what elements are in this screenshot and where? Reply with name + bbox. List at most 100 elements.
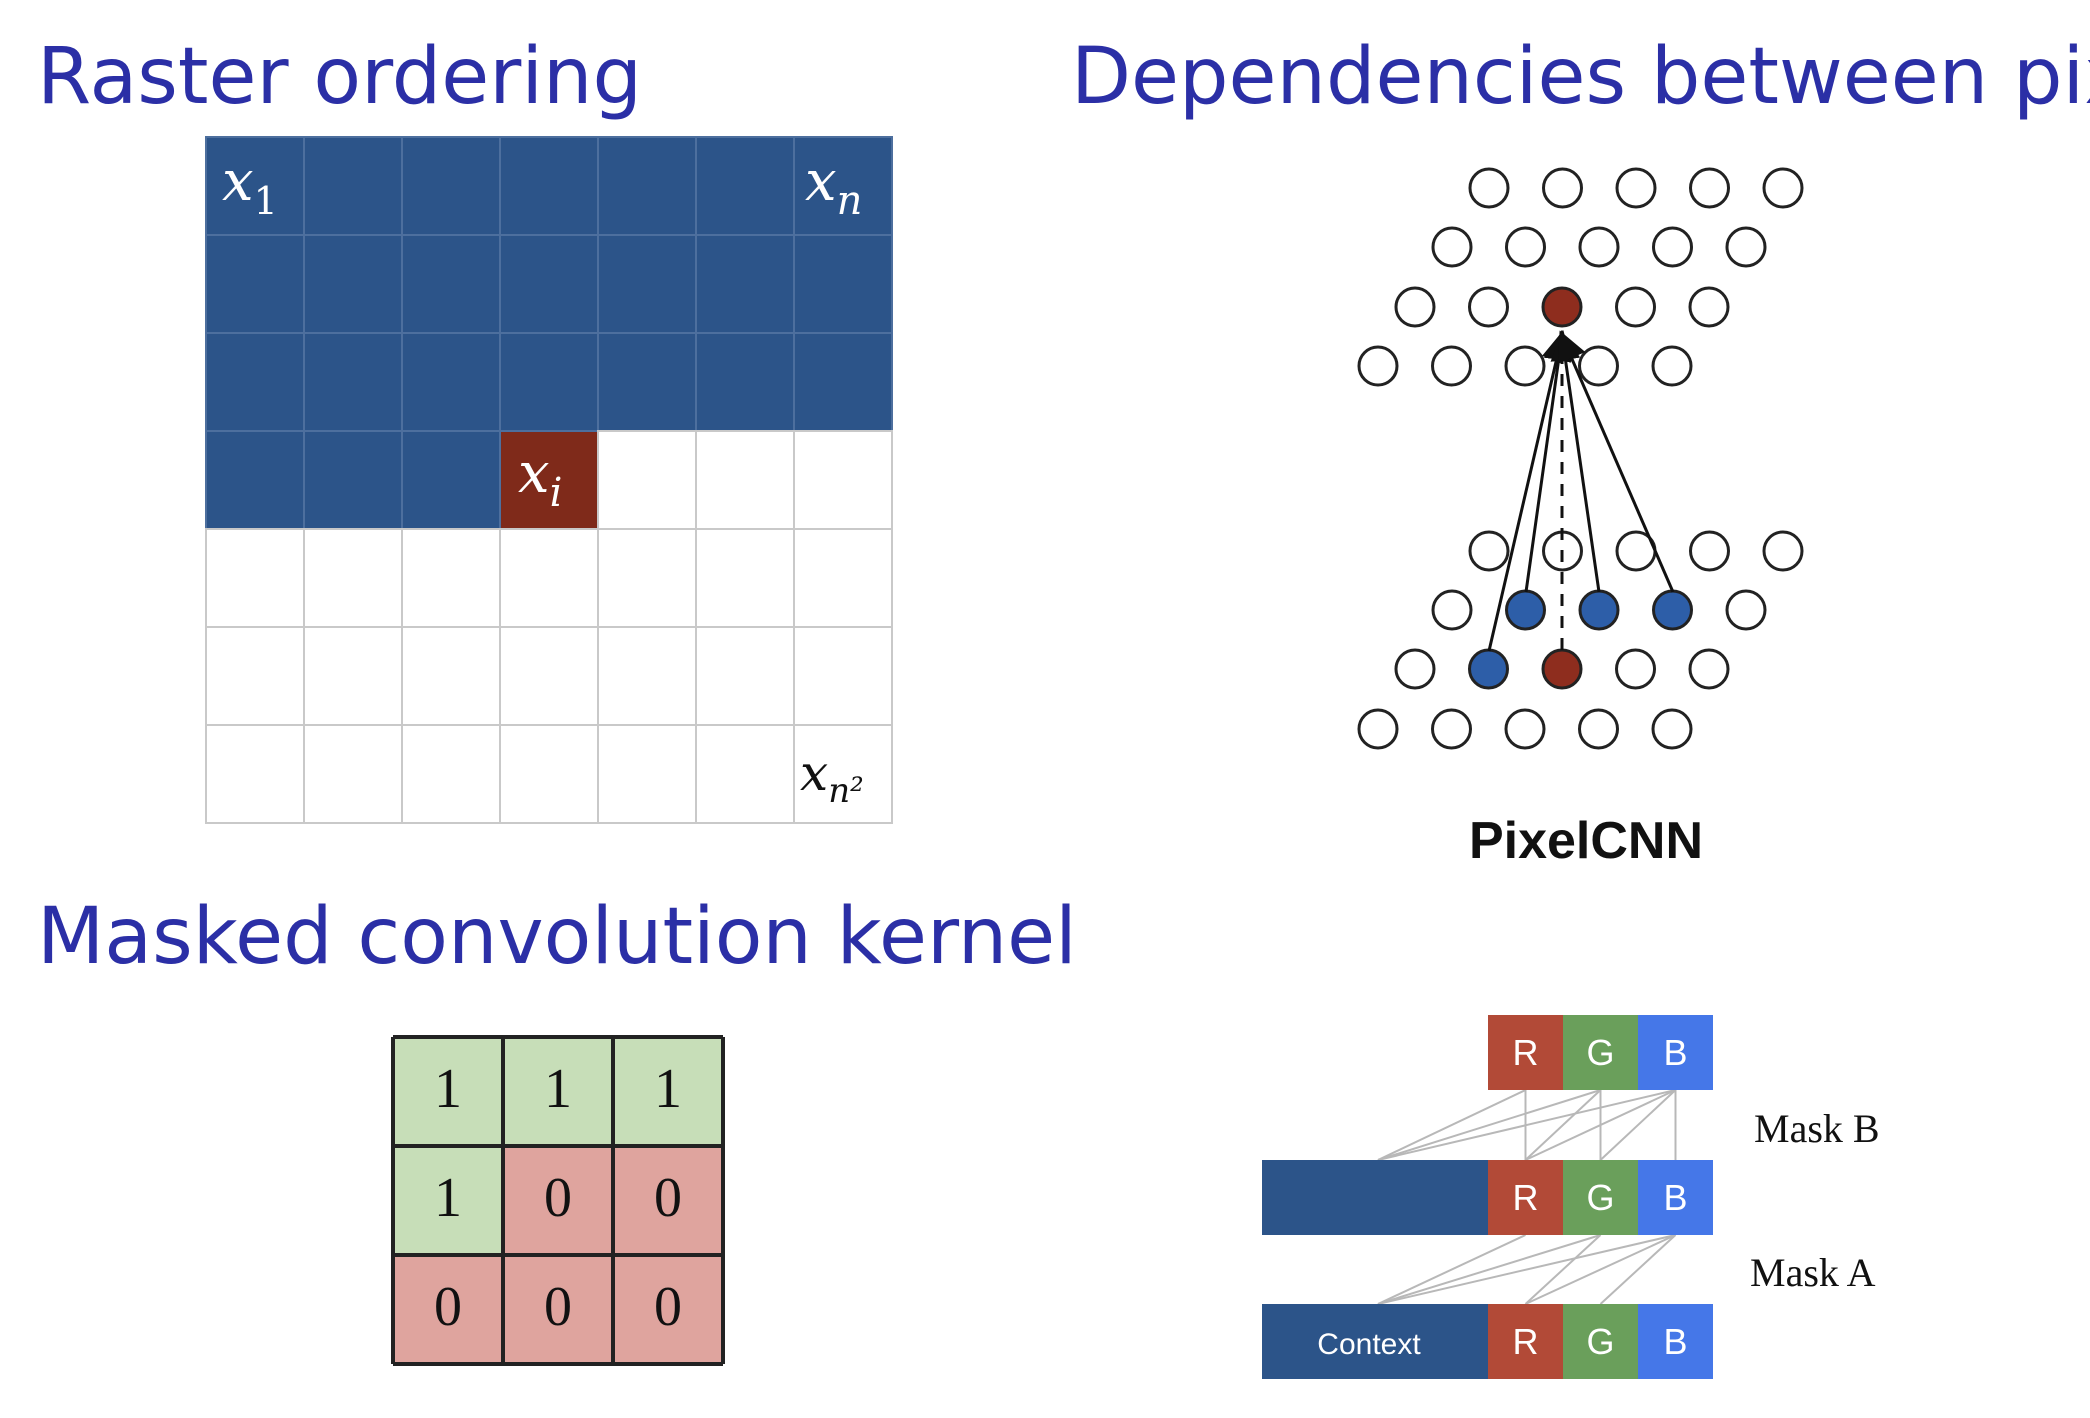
raster-cell [695, 528, 795, 628]
pixel-dot [1542, 167, 1583, 209]
pixel-dot-red [1541, 648, 1583, 690]
kernel-cell [503, 1255, 613, 1364]
channel-box-b [1638, 1015, 1713, 1090]
raster-cell [401, 626, 501, 726]
raster-cell [205, 332, 305, 432]
raster-cell [499, 332, 599, 432]
raster-cell [695, 626, 795, 726]
kernel-value: 1 [434, 1167, 462, 1229]
label-xi: xi [518, 441, 562, 516]
pixel-dot [1651, 345, 1693, 387]
kernel-cell [393, 1255, 503, 1364]
mask-b-label: Mask B [1754, 1106, 1880, 1151]
raster-cell [205, 136, 305, 236]
pixel-dot [1504, 345, 1546, 387]
raster-grid [205, 136, 893, 824]
pixel-dot [1468, 167, 1510, 209]
pixel-dot [1431, 708, 1472, 750]
pixel-dot [1578, 345, 1619, 387]
dependency-arrow [1557, 330, 1675, 593]
label-xn2: xn² [800, 744, 864, 811]
kernel-value: 0 [654, 1276, 682, 1338]
context-bar [1262, 1160, 1488, 1235]
raster-cell [205, 234, 305, 334]
pixel-dot [1615, 167, 1657, 209]
channel-label: R [1513, 1032, 1539, 1073]
mask-connection [1377, 1089, 1601, 1161]
label-x1: x1 [222, 149, 278, 223]
raster-cell [303, 430, 403, 530]
channel-label: G [1586, 1177, 1614, 1218]
raster-cell [401, 332, 501, 432]
raster-cell [303, 234, 403, 334]
context-label: Context [1317, 1328, 1421, 1361]
raster-cell [499, 234, 599, 334]
raster-cell [695, 332, 795, 432]
kernel-value: 0 [434, 1276, 462, 1338]
raster-cell [205, 430, 305, 530]
pixel-dot [1725, 226, 1767, 268]
pixel-dot [1762, 530, 1804, 572]
dependency-arrow [1524, 330, 1574, 593]
mask-connection [1599, 1089, 1677, 1161]
kernel-value: 0 [544, 1167, 572, 1229]
pixel-dot [1762, 167, 1804, 209]
raster-cell [695, 724, 795, 824]
mask-connection [1377, 1234, 1676, 1305]
raster-cell [597, 430, 697, 530]
channel-box-b [1638, 1304, 1713, 1379]
channel-box-g [1563, 1304, 1638, 1379]
raster-cell [303, 626, 403, 726]
channel-box-b [1638, 1160, 1713, 1235]
raster-cell [205, 724, 305, 824]
dependency-arrow [1550, 330, 1601, 593]
pixel-dot [1357, 345, 1399, 387]
raster-cell [499, 528, 599, 628]
raster-cell [303, 528, 403, 628]
pixel-dot [1688, 648, 1730, 690]
kernel-cell [613, 1255, 723, 1364]
pixel-dot [1431, 226, 1473, 268]
mask-connection [1377, 1089, 1676, 1161]
dependency-arrow [1487, 330, 1572, 652]
mask-connection [1524, 1089, 1602, 1161]
kernel-value: 0 [544, 1276, 572, 1338]
raster-cell [205, 626, 305, 726]
mask-connection [1377, 1234, 1601, 1305]
channel-box-r [1488, 1015, 1563, 1090]
raster-cell [401, 430, 501, 530]
raster-cell [303, 332, 403, 432]
raster-cell [793, 528, 893, 628]
raster-cell [695, 234, 795, 334]
raster-cell [401, 136, 501, 236]
pixel-dot [1652, 226, 1693, 268]
raster-cell [695, 136, 795, 236]
raster-cell [793, 626, 893, 726]
heading-dependencies: Dependencies between pixels [1071, 32, 2090, 122]
raster-cell [303, 136, 403, 236]
mask-a-label: Mask A [1750, 1250, 1876, 1295]
pixel-dot-blue [1468, 648, 1509, 690]
channel-label: B [1663, 1177, 1687, 1218]
raster-cell [401, 528, 501, 628]
kernel-value: 1 [654, 1058, 682, 1120]
pixel-dot [1651, 708, 1693, 750]
kernel-cell [393, 1146, 503, 1255]
pixelcnn-caption: PixelCNN [1469, 812, 1703, 870]
pixel-dot-blue [1652, 589, 1693, 631]
pixel-dot [1468, 530, 1510, 572]
kernel-cell [613, 1146, 723, 1255]
raster-labels: x1 xn xi xn² [222, 149, 864, 811]
kernel-cell [393, 1037, 503, 1146]
pixel-dot-blue [1578, 589, 1620, 631]
raster-cell [793, 234, 893, 334]
pixel-dot [1725, 589, 1767, 631]
raster-cell [793, 332, 893, 432]
raster-cell [597, 332, 697, 432]
heading-raster-ordering: Raster ordering [37, 32, 642, 122]
channel-label: B [1663, 1032, 1687, 1073]
context-bar [1262, 1304, 1488, 1379]
